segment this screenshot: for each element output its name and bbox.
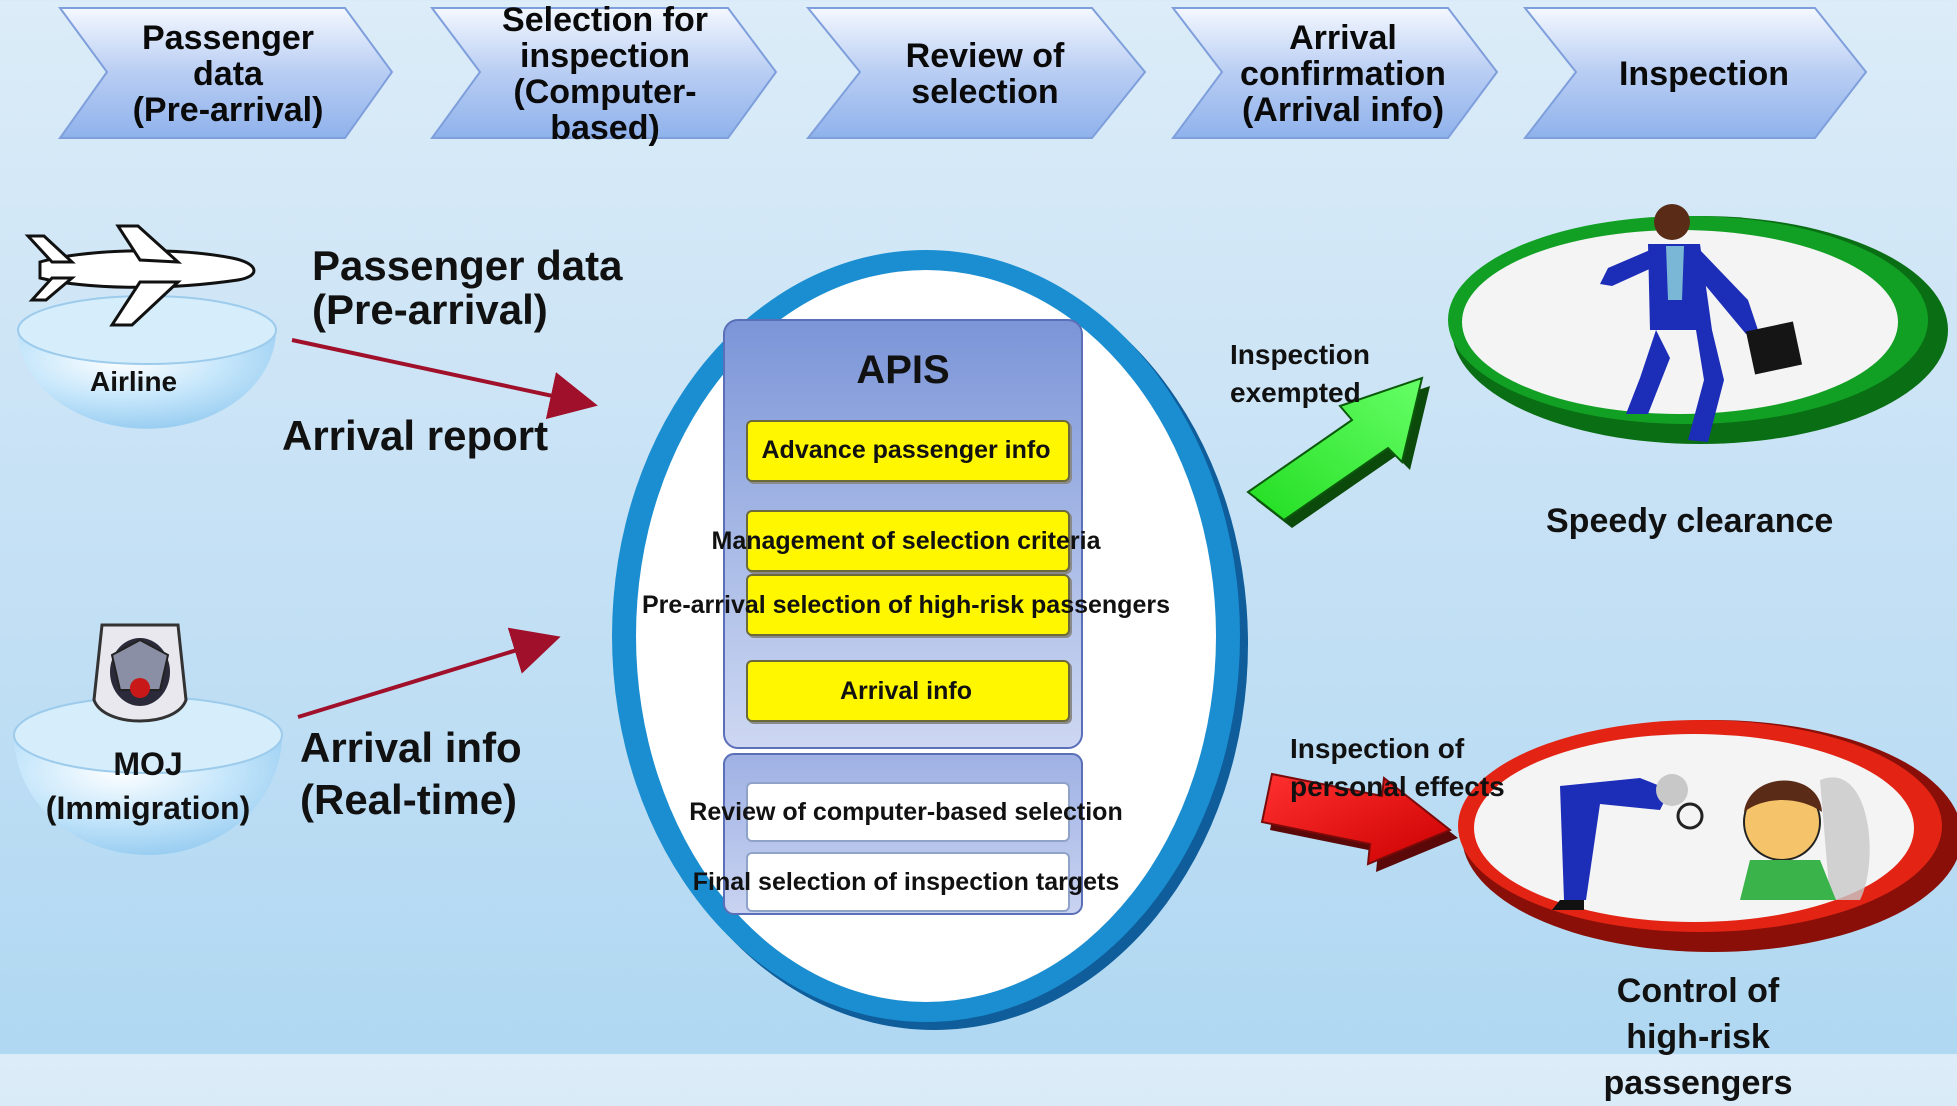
advance-passenger-info-box xyxy=(746,420,1070,482)
airplane-icon xyxy=(24,224,256,327)
running-businessman-icon xyxy=(1600,204,1803,442)
chevron-2 xyxy=(430,7,778,139)
management-criteria-box xyxy=(746,510,1070,572)
inspector-icon xyxy=(1552,774,1704,910)
airline-label: Airline xyxy=(90,366,178,397)
inspection-exempted-label: Inspection exempted xyxy=(1230,339,1371,408)
speedy-clearance-label: Speedy clearance xyxy=(1546,502,1834,540)
inspection-personal-effects-label: Inspection of personal effects xyxy=(1290,733,1505,802)
chevron-5 xyxy=(1522,7,1868,139)
airline-arrow xyxy=(291,338,598,420)
moj-bowl xyxy=(13,696,283,855)
passenger-data-label: Passenger data (Pre-arrival) xyxy=(312,242,623,333)
review-selection-box xyxy=(746,782,1070,842)
step-label-1: Passenger data (Pre-arrival) xyxy=(132,19,324,129)
moj-label: MOJ (Immigration) xyxy=(45,746,251,826)
chevron-3 xyxy=(805,7,1147,139)
arrival-info-box xyxy=(746,660,1070,722)
airline-bowl xyxy=(17,295,277,429)
control-ring xyxy=(1458,720,1957,952)
exempted-arrow xyxy=(1246,376,1430,528)
chevron-4 xyxy=(1170,7,1499,139)
process-chevrons xyxy=(58,7,1868,139)
inspection-arrow xyxy=(1260,772,1458,872)
arrival-report-label: Arrival report xyxy=(282,412,549,459)
immigration-emblem-icon xyxy=(92,623,188,723)
step-label-3: Review of selection xyxy=(905,37,1065,111)
step-label-5: Inspection xyxy=(1618,55,1790,93)
step-label-4: Arrival confirmation (Arrival info) xyxy=(1240,19,1446,129)
step-label-2: Selection for inspection (Computer-based… xyxy=(502,1,708,147)
arrival-info-label: Arrival info (Real-time) xyxy=(300,724,522,823)
pre-arrival-selection-box xyxy=(746,574,1070,636)
final-selection-box xyxy=(746,852,1070,912)
passenger-face-icon xyxy=(1740,777,1870,900)
chevron-1 xyxy=(58,7,394,139)
moj-arrow xyxy=(297,627,561,719)
